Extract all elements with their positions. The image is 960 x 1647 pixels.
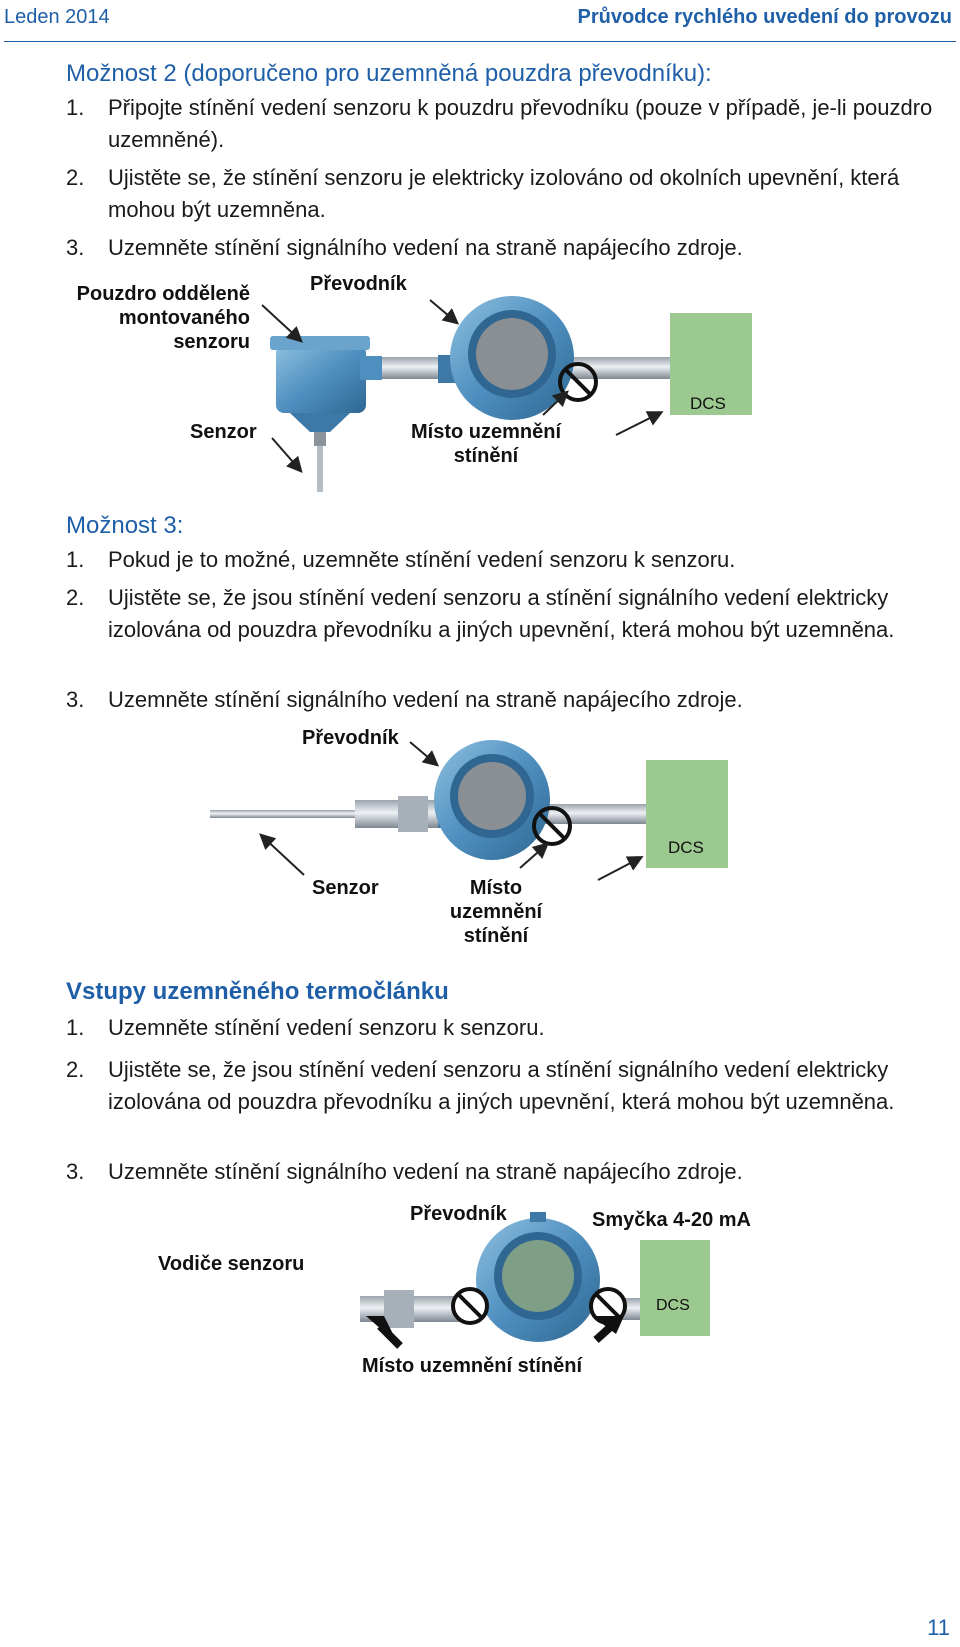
step-number: 2. <box>66 165 85 190</box>
transmitter-head-3 <box>476 1212 600 1342</box>
label-remote-housing: Pouzdro odděleně montovaného senzoru <box>76 283 250 353</box>
step-text: Uzemněte stínění signálního vedení na st… <box>108 687 743 712</box>
label-sensor: Senzor <box>190 421 257 443</box>
step-text: Uzemněte stínění signálního vedení na st… <box>108 1159 743 1184</box>
label-transmitter-2: Převodník <box>302 727 399 749</box>
thermocouple-step-2: 2. Ujistěte se, že jsou stínění vedení s… <box>66 1054 946 1118</box>
step-text: Pokud je to možné, uzemněte stínění vede… <box>108 547 736 572</box>
header-title: Průvodce rychlého uvedení do provozu <box>577 6 952 28</box>
label-sensor-2: Senzor <box>312 877 379 899</box>
label-transmitter-3: Převodník <box>410 1203 507 1225</box>
remote-sensor-housing <box>270 336 382 492</box>
step-text: Uzemněte stínění signálního vedení na st… <box>108 235 743 260</box>
sensor-probe <box>210 810 440 818</box>
thermocouple-step-1: 1. Uzemněte stínění vedení senzoru k sen… <box>66 1012 946 1044</box>
step-number: 3. <box>66 1159 85 1184</box>
no-ground-symbol-3a <box>451 1287 489 1325</box>
dcs-label: DCS <box>690 394 726 413</box>
no-ground-symbol-3b <box>589 1287 627 1325</box>
no-ground-symbol-2 <box>532 806 572 846</box>
dcs-box <box>670 313 752 415</box>
step-number: 1. <box>66 547 85 572</box>
dcs-box-2 <box>646 760 728 868</box>
step-text: Ujistěte se, že stínění senzoru je elekt… <box>108 165 900 222</box>
step-text: Ujistěte se, že jsou stínění vedení senz… <box>108 1057 895 1114</box>
label-ground-point-2: Místo uzemnění stínění <box>449 877 543 947</box>
option2-step-1: 1. Připojte stínění vedení senzoru k pou… <box>66 92 946 156</box>
step-number: 3. <box>66 687 85 712</box>
header-date: Leden 2014 <box>4 6 110 28</box>
option2-step-3: 3. Uzemněte stínění signálního vedení na… <box>66 232 946 264</box>
transmitter-head-2 <box>434 740 550 860</box>
label-transmitter: Převodník <box>310 273 407 295</box>
step-text: Ujistěte se, že jsou stínění vedení senz… <box>108 585 895 642</box>
step-number: 1. <box>66 95 85 120</box>
step-text: Uzemněte stínění vedení senzoru k senzor… <box>108 1015 545 1040</box>
dcs-label-3: DCS <box>656 1297 690 1314</box>
dcs-box-3 <box>640 1240 710 1336</box>
option3-step-2: 2. Ujistěte se, že jsou stínění vedení s… <box>66 582 946 646</box>
option3-step-3: 3. Uzemněte stínění signálního vedení na… <box>66 684 946 716</box>
figure-option2 <box>261 296 752 492</box>
header-divider <box>4 41 956 42</box>
page-number: 11 <box>927 1615 950 1640</box>
option3-title: Možnost 3: <box>66 512 184 539</box>
step-number: 2. <box>66 1057 85 1082</box>
figure-option3 <box>210 740 728 881</box>
transmitter-head <box>438 296 574 420</box>
option2-step-2: 2. Ujistěte se, že stínění senzoru je el… <box>66 162 946 226</box>
thermocouple-step-3: 3. Uzemněte stínění signálního vedení na… <box>66 1156 946 1188</box>
label-ground-point-3: Místo uzemnění stínění <box>362 1355 583 1377</box>
step-number: 3. <box>66 235 85 260</box>
label-sensor-wires: Vodiče senzoru <box>158 1253 305 1275</box>
figure-thermocouple <box>360 1212 710 1349</box>
dcs-label-2: DCS <box>668 838 704 857</box>
label-ground-point: Místo uzemnění stínění <box>410 421 561 467</box>
label-loop: Smyčka 4-20 mA <box>592 1209 751 1231</box>
step-number: 1. <box>66 1015 85 1040</box>
option2-title: Možnost 2 (doporučeno pro uzemněná pouzd… <box>66 60 712 87</box>
thermocouple-title: Vstupy uzemněného termočlánku <box>66 978 449 1005</box>
no-ground-symbol <box>558 362 598 402</box>
option3-step-1: 1. Pokud je to možné, uzemněte stínění v… <box>66 544 946 576</box>
step-text: Připojte stínění vedení senzoru k pouzdr… <box>108 95 933 152</box>
step-number: 2. <box>66 585 85 610</box>
